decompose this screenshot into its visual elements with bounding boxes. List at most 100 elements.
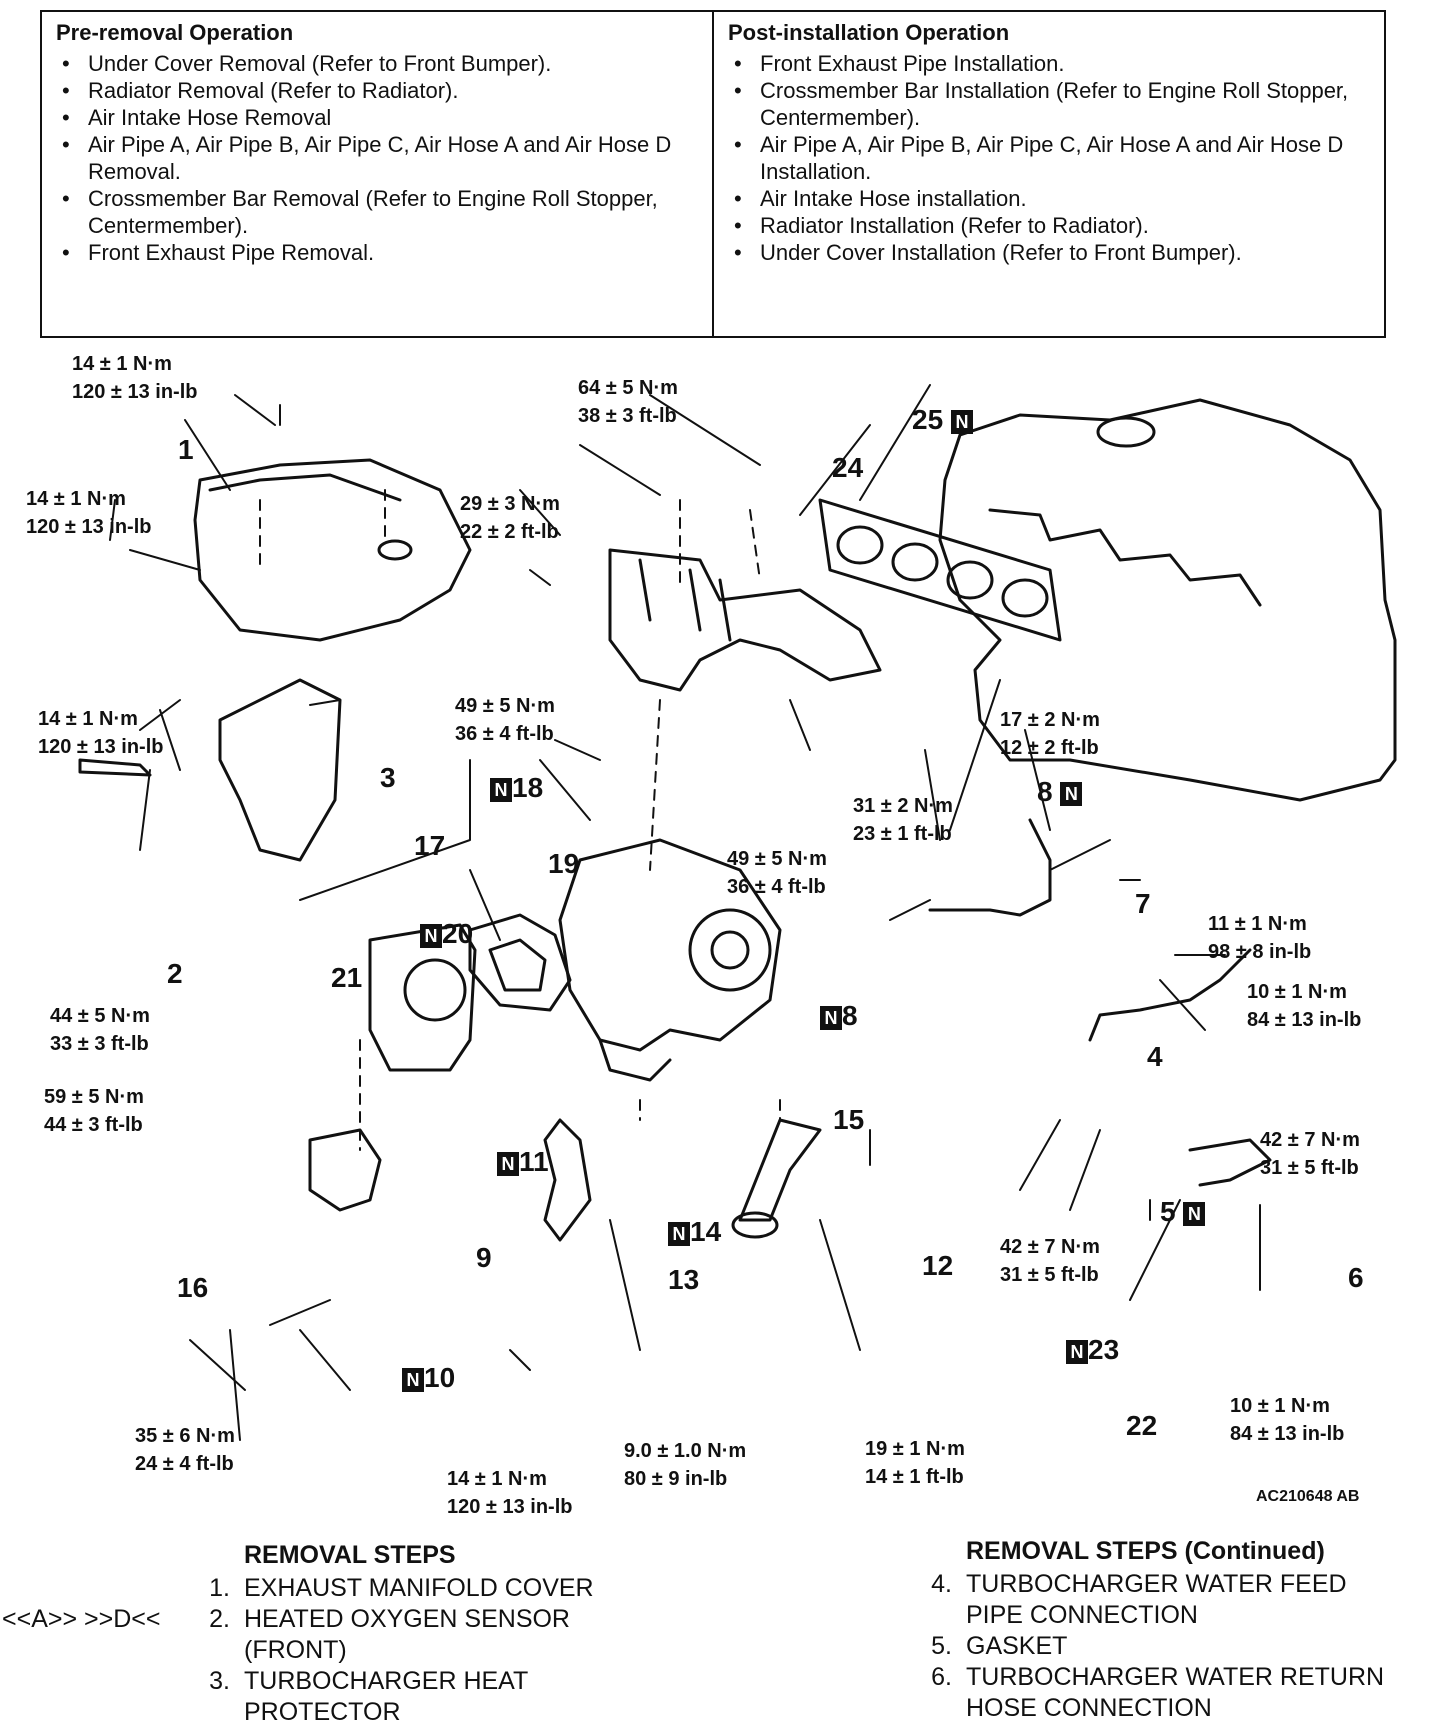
- part-number-22: 22: [1126, 1410, 1158, 1441]
- post-installation-column: Post-installation Operation Front Exhaus…: [712, 12, 1384, 336]
- removal-steps-title: REMOVAL STEPS: [244, 1541, 456, 1569]
- part-number-9: 9: [476, 1242, 492, 1273]
- pre-removal-item: Under Cover Removal (Refer to Front Bump…: [56, 50, 698, 77]
- new-part-mark: N: [668, 1221, 690, 1246]
- turbocharger: [558, 838, 782, 1052]
- figure-id: AC210648 AB: [1256, 1488, 1360, 1505]
- turbo-gasket: [468, 913, 572, 1012]
- removal-step: 6.TURBOCHARGER WATER RETURN HOSE CONNECT…: [931, 1663, 1385, 1722]
- pre-removal-item: Radiator Removal (Refer to Radiator).: [56, 77, 698, 104]
- pre-removal-item: Air Pipe A, Air Pipe B, Air Pipe C, Air …: [56, 131, 698, 185]
- new-part-mark: N: [402, 1367, 424, 1392]
- pre-removal-item: Crossmember Bar Removal (Refer to Engine…: [56, 185, 698, 239]
- water-feed-pipe: [1088, 948, 1252, 1042]
- part-number-4: 4: [1147, 1041, 1163, 1072]
- removal-steps-continued-title: REMOVAL STEPS (Continued): [966, 1537, 1325, 1565]
- pre-removal-title: Pre-removal Operation: [56, 20, 294, 45]
- part-number-15: 15: [833, 1104, 865, 1135]
- part-number-25: 25 N: [912, 404, 973, 436]
- part-number-16: 16: [177, 1272, 209, 1303]
- part-number-3: 3: [380, 762, 396, 793]
- post-installation-item: Air Pipe A, Air Pipe B, Air Pipe C, Air …: [728, 131, 1370, 185]
- pre-removal-column: Pre-removal Operation Under Cover Remova…: [42, 12, 712, 336]
- removal-steps-list: 1.EXHAUST MANIFOLD COVER 2.HEATED OXYGEN…: [190, 1573, 660, 1728]
- removal-step: 2.HEATED OXYGEN SENSOR (FRONT): [209, 1605, 570, 1664]
- part-number-19: 19: [548, 848, 580, 879]
- oil-feed-pipe: [928, 818, 1052, 917]
- part-number-2: 2: [167, 958, 183, 989]
- water-return-hose: [1188, 1138, 1272, 1187]
- part-number-17: 17: [414, 830, 446, 861]
- part-number-12: 12: [922, 1250, 954, 1281]
- manifold-cover: [193, 458, 472, 642]
- new-part-mark: N: [950, 409, 973, 434]
- part-number-1: 1: [178, 434, 194, 465]
- part-number-13: 13: [668, 1264, 700, 1295]
- post-installation-item: Front Exhaust Pipe Installation.: [728, 50, 1370, 77]
- turbo-outlet-elbow: [368, 923, 477, 1072]
- new-part-mark: N: [1066, 1339, 1088, 1364]
- support-bracket: [308, 1128, 382, 1212]
- removal-steps: <<A>> >>D<< REMOVAL STEPS 1.EXHAUST MANI…: [2, 1540, 660, 1728]
- removal-step: 1.EXHAUST MANIFOLD COVER: [209, 1574, 594, 1602]
- oil-return-pipe: [543, 1118, 592, 1242]
- post-installation-item: Under Cover Installation (Refer to Front…: [728, 239, 1370, 266]
- operations-table: Pre-removal Operation Under Cover Remova…: [40, 10, 1386, 338]
- part-number-21: 21: [331, 962, 363, 993]
- new-part-mark: N: [420, 923, 442, 948]
- part-number-5: 5 N: [1160, 1196, 1206, 1228]
- pre-removal-item: Air Intake Hose Removal: [56, 104, 698, 131]
- new-part-mark: N: [820, 1005, 842, 1030]
- part-number-7: 7: [1135, 888, 1151, 919]
- exhaust-manifold: [608, 548, 882, 692]
- part-number-8: 8 N: [1037, 776, 1083, 808]
- removal-step: 5.GASKET: [931, 1632, 1068, 1660]
- pre-removal-list: Under Cover Removal (Refer to Front Bump…: [56, 50, 698, 266]
- removal-steps-continued-list: 4.TURBOCHARGER WATER FEED PIPE CONNECTIO…: [912, 1569, 1422, 1724]
- pre-removal-item: Front Exhaust Pipe Removal.: [56, 239, 698, 266]
- part-number-6: 6: [1348, 1262, 1364, 1293]
- new-part-mark: N: [490, 777, 512, 802]
- service-point-marks: <<A>> >>D<<: [2, 1605, 161, 1633]
- oil-filler-cap: [1096, 416, 1156, 448]
- removal-step: 4.TURBOCHARGER WATER FEED PIPE CONNECTIO…: [931, 1570, 1347, 1629]
- heat-protector: [218, 678, 342, 862]
- post-installation-item: Crossmember Bar Installation (Refer to E…: [728, 77, 1370, 131]
- water-pipe: [738, 1118, 822, 1222]
- new-part-mark: N: [1060, 781, 1083, 806]
- post-installation-item: Radiator Installation (Refer to Radiator…: [728, 212, 1370, 239]
- manifold-gasket: [818, 498, 1062, 642]
- exploded-view-diagram: [78, 384, 1397, 1441]
- post-installation-title: Post-installation Operation: [728, 20, 1010, 45]
- post-installation-item: Air Intake Hose installation.: [728, 185, 1370, 212]
- part-number-24: 24: [832, 452, 864, 483]
- engine-ports: [988, 508, 1262, 607]
- removal-steps-continued: REMOVAL STEPS (Continued) 4.TURBOCHARGER…: [912, 1536, 1422, 1724]
- oxygen-sensor: [78, 758, 152, 777]
